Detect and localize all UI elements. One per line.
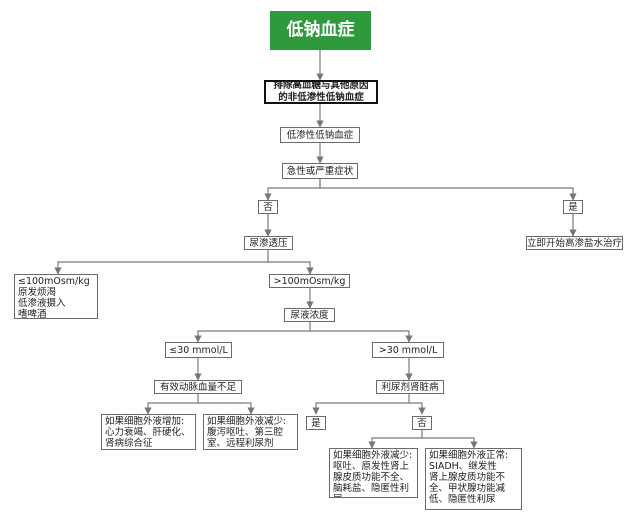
diuretic-no-box: 否 <box>412 416 432 430</box>
ecf-increase-box: 如果细胞外液增加: 心力衰竭、肝硬化、 肾病综合征 <box>101 414 196 450</box>
ecf-decrease-box: 如果细胞外液减少: 腹泻呕吐、第三腔 室、远程利尿剂 <box>203 414 298 450</box>
branch-yes-box: 是 <box>563 200 583 214</box>
diuretic-box: 利尿剂肾脏病 <box>376 380 444 394</box>
low-volume-box: 有效动脉血量不足 <box>154 380 242 394</box>
exclude-step-box: 排除高血糖与其他原因 的非低渗性低钠血症 <box>264 80 378 104</box>
na-high-box: >30 mmol/L <box>372 342 444 358</box>
hypertonic-saline-box: 立即开始高渗盐水治疗 <box>526 236 623 250</box>
branch-no-box: 否 <box>258 200 278 214</box>
title-box: 低钠血症 <box>270 11 371 50</box>
hypotonic-box: 低渗性低钠血症 <box>280 127 360 143</box>
ecf-decrease-renal-box: 如果细胞外液减少: 呕吐、原发性肾上 腺皮质功能不全、 脑耗盐、隐匿性利尿 <box>329 448 418 498</box>
ecf-normal-box: 如果细胞外液正常: SIADH、继发性 肾上腺皮质功能不 全、甲状腺功能减 低、… <box>425 448 522 510</box>
urine-osm-box: 尿渗透压 <box>244 236 293 250</box>
urine-na-box: 尿液浓度 <box>284 308 335 322</box>
osm-high-box: >100mOsm/kg <box>269 274 350 288</box>
symptom-box: 急性或严重症状 <box>282 163 358 179</box>
osm-low-box: ≤100mOsm/kg 原发烦渴 低渗液摄入 嗜啤酒 <box>14 274 98 319</box>
diuretic-yes-box: 是 <box>306 416 326 430</box>
na-low-box: ≤30 mmol/L <box>165 342 232 358</box>
